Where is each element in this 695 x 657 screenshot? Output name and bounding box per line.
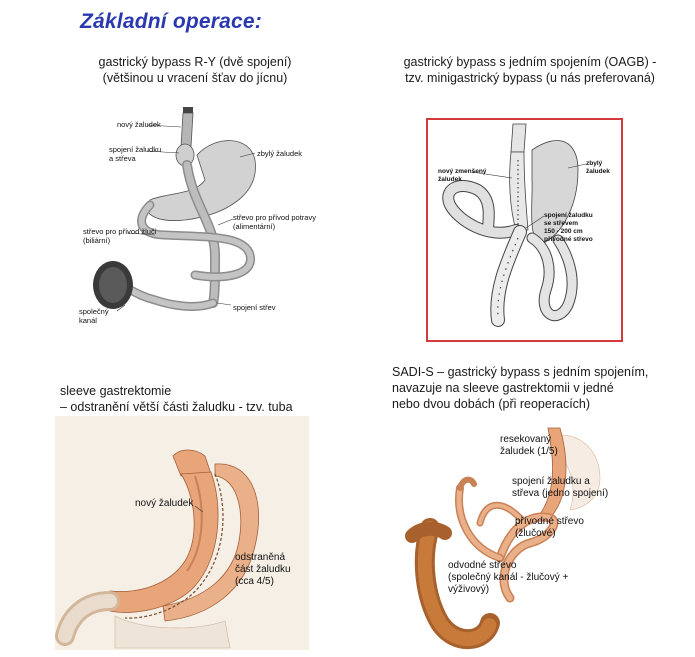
rygb-label-spojeni-2: a střeva <box>109 154 136 163</box>
sadis-caption-line3: nebo dvou dobách (při reoperacích) <box>392 397 591 411</box>
rygb-label-zluc: střevo pro přívod žluči (biliární) <box>83 227 156 245</box>
oagb-label-novy-2: žaludek <box>438 176 462 183</box>
oagb-diagram: nový zmenšený žaludek zbylý žaludek spoj… <box>426 118 623 342</box>
oagb-caption-line1: gastrický bypass s jedním spojením (OAGB… <box>403 55 657 69</box>
oagb-label-spojeni-2: se střevem <box>544 220 578 227</box>
rygb-label-spolecny-1: společný <box>79 307 109 316</box>
rygb-label-privod-1: střevo pro přívod potravy <box>233 213 316 222</box>
rygb-label-zluc-2: (biliární) <box>83 236 111 245</box>
sadis-caption-line1: SADI-S – gastrický bypass s jedním spoje… <box>392 365 649 379</box>
sadis-caption: SADI-S – gastrický bypass s jedním spoje… <box>392 364 682 412</box>
oagb-illustration <box>442 123 587 327</box>
sleeve-diagram: nový žaludek odstraněná část žaludku (cc… <box>55 416 309 650</box>
sadis-label-odv-3: výživový) <box>448 584 490 595</box>
sadis-label-resek-2: žaludek (1/5) <box>500 446 558 457</box>
rygb-caption-line1: gastrický bypass R-Y (dvě spojení) <box>98 55 292 69</box>
sleeve-label-odstr-3: (cca 4/5) <box>235 576 274 587</box>
sadis-label-spoj-1: spojení žaludku a <box>512 476 590 487</box>
oagb-label-zbyly-1: zbylý <box>586 160 603 167</box>
sadis-label-odvodne: odvodné střevo (společný kanál - žlučový… <box>448 560 568 596</box>
oagb-caption-line2: tzv. minigastrický bypass (u nás prefero… <box>405 71 655 85</box>
sadis-label-odv-2: (společný kanál - žlučový + <box>448 572 569 583</box>
rygb-caption-line2: (většinou u vracení šťav do jícnu) <box>102 71 288 85</box>
oagb-label-spojeni: spojení žaludku se střevem 150 - 200 cm … <box>544 212 593 244</box>
sadis-illustration <box>405 427 601 650</box>
rygb-illustration <box>93 107 256 312</box>
sadis-label-resek-1: resekovaný <box>500 434 552 445</box>
rygb-label-spojeni-1: spojení žaludku <box>109 145 162 154</box>
rygb-label-privod-2: (alimentární) <box>233 222 276 231</box>
rygb-label-zbyly: zbylý žaludek <box>257 149 303 158</box>
sadis-label-spojeni: spojení žaludku a střeva (jedno spojení) <box>512 476 608 500</box>
sadis-caption-line2: navazuje na sleeve gastrektomii v jedné <box>392 381 614 395</box>
oagb-label-delka: 150 - 200 cm <box>544 228 583 235</box>
rygb-label-spolecny-2: kanál <box>79 316 97 325</box>
page-title: Základní operace: <box>80 10 262 33</box>
sadis-label-resek: resekovaný žaludek (1/5) <box>500 434 558 458</box>
oagb-label-zbyly-2: žaludek <box>586 168 610 175</box>
sleeve-label-novy: nový žaludek <box>135 498 194 509</box>
oagb-label-privodne: přívodné střevo <box>544 236 593 243</box>
rygb-label-zluc-1: střevo pro přívod žluči <box>83 227 157 236</box>
rygb-caption: gastrický bypass R-Y (dvě spojení) (větš… <box>70 54 320 86</box>
sadis-label-priv-1: přívodné střevo <box>515 516 584 527</box>
oagb-label-novy-1: nový zmenšený <box>438 168 487 175</box>
sleeve-caption-line2: – odstranění větší části žaludku - tzv. … <box>60 400 293 414</box>
oagb-caption: gastrický bypass s jedním spojením (OAGB… <box>375 54 685 86</box>
sleeve-caption: sleeve gastrektomie – odstranění větší č… <box>60 383 340 415</box>
rygb-diagram: nový žaludek spojení žaludku a střeva zb… <box>75 105 320 330</box>
sadis-label-privodne: přívodné střevo (žlučové) <box>515 516 584 540</box>
oagb-label-novy: nový zmenšený žaludek <box>438 168 486 184</box>
sadis-label-priv-2: (žlučové) <box>515 528 556 539</box>
sleeve-label-odstranena: odstraněná část žaludku (cca 4/5) <box>235 552 291 588</box>
oagb-label-spojeni-1: spojení žaludku <box>544 212 593 219</box>
sleeve-label-odstr-2: část žaludku <box>235 564 291 575</box>
rygb-label-spojeni: spojení žaludku a střeva <box>109 145 161 163</box>
oagb-label-zbyly: zbylý žaludek <box>586 160 610 176</box>
sleeve-illustration <box>55 449 259 649</box>
sleeve-label-odstr-1: odstraněná <box>235 552 286 563</box>
sadis-diagram: resekovaný žaludek (1/5) spojení žaludku… <box>400 418 690 652</box>
sadis-label-odv-1: odvodné střevo <box>448 560 517 571</box>
rygb-label-spolecny: společný kanál <box>79 307 109 325</box>
rygb-label-privod: střevo pro přívod potravy (alimentární) <box>233 213 316 231</box>
sadis-label-spoj-2: střeva (jedno spojení) <box>512 488 609 499</box>
sleeve-caption-line1: sleeve gastrektomie <box>60 384 172 398</box>
rygb-label-novy: nový žaludek <box>117 120 161 129</box>
rygb-label-spojeni-strev: spojení střev <box>233 303 276 312</box>
